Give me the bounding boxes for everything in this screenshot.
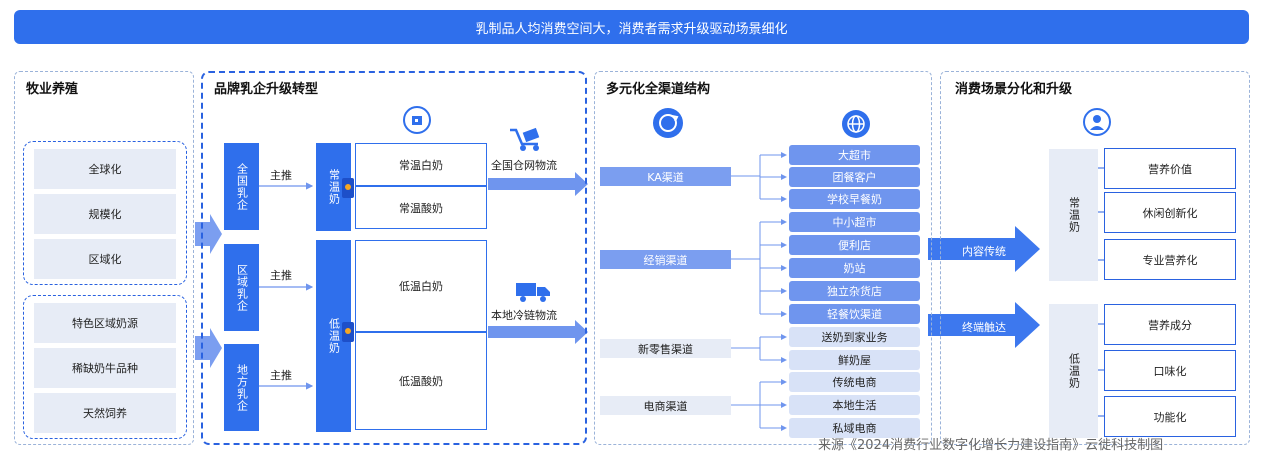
logistics-cold-chain: 本地冷链物流 (491, 309, 557, 322)
terminal-arrow (928, 302, 1040, 348)
item-regionalization: 区域化 (34, 239, 176, 279)
panel-farming (14, 71, 194, 445)
product-ambient-white: 常温白奶 (355, 143, 487, 186)
source-note: 来源《2024消费行业数字化增长力建设指南》云徙科技制图 (818, 438, 1164, 453)
outlet-local-life: 本地生活 (789, 395, 920, 415)
outlet-hypermarket: 大超市 (789, 145, 920, 165)
item-special-source: 特色区域奶源 (34, 303, 176, 343)
outlet-grocery: 独立杂货店 (789, 281, 920, 301)
outlet-small-supermarket: 中小超市 (789, 212, 920, 232)
outlet-home-delivery: 送奶到家业务 (789, 327, 920, 347)
maker-local: 地方乳企 (224, 344, 259, 431)
outlet-milk-station: 奶站 (789, 258, 920, 278)
item-globalization: 全球化 (34, 149, 176, 189)
scene-nutrition-value: 营养价值 (1104, 148, 1236, 189)
scene-leisure-innovation: 休闲创新化 (1104, 192, 1236, 233)
scene-ambient: 常温奶 (1049, 149, 1098, 281)
product-ambient-yogurt: 常温酸奶 (355, 186, 487, 229)
outlet-light-dining: 轻餐饮渠道 (789, 304, 920, 324)
logistics-arrow (488, 320, 588, 344)
logistics-national: 全国仓网物流 (491, 159, 557, 172)
maker-regional: 区域乳企 (224, 244, 259, 331)
push-label: 主推 (270, 369, 292, 382)
scene-professional-nutrition: 专业营养化 (1104, 239, 1236, 280)
outlet-school-breakfast: 学校早餐奶 (789, 189, 920, 209)
maker-national: 全国乳企 (224, 143, 259, 230)
outlet-private-ecom: 私域电商 (789, 418, 920, 438)
channel-distribution: 经销渠道 (600, 250, 731, 269)
panel-title-channels: 多元化全渠道结构 (606, 82, 711, 97)
logistics-arrow (488, 172, 588, 196)
channel-ka: KA渠道 (600, 167, 731, 186)
outlet-group-catering: 团餐客户 (789, 167, 920, 187)
scene-functional: 功能化 (1104, 396, 1236, 437)
consumer-icon (1083, 108, 1111, 136)
channel-ecommerce: 电商渠道 (600, 396, 731, 415)
panel-channels (594, 71, 932, 445)
group-scale (23, 141, 187, 285)
panel-title-farming: 牧业养殖 (26, 82, 79, 97)
item-natural-feed: 天然饲养 (34, 393, 176, 433)
channel-new-retail: 新零售渠道 (600, 339, 731, 358)
group-specialty (23, 295, 187, 439)
scene-chilled: 低温奶 (1049, 304, 1098, 438)
product-chilled-white: 低温白奶 (355, 240, 487, 332)
top-banner: 乳制品人均消费空间大，消费者需求升级驱动场景细化 (14, 10, 1249, 44)
scene-nutrient: 营养成分 (1104, 304, 1236, 345)
refresh-globe-icon (653, 108, 683, 138)
arrow-label-terminal: 终端触达 (962, 321, 1006, 334)
push-label: 主推 (270, 169, 292, 182)
product-chilled-yogurt: 低温酸奶 (355, 332, 487, 430)
item-rare-breed: 稀缺奶牛品种 (34, 348, 176, 388)
outlet-convenience-store: 便利店 (789, 235, 920, 255)
panel-brand (201, 71, 587, 445)
push-label: 主推 (270, 269, 292, 282)
panel-scenarios (940, 71, 1250, 445)
scene-flavor: 口味化 (1104, 350, 1236, 391)
factory-icon (403, 106, 431, 134)
arrow-label-content: 内容传统 (962, 245, 1006, 258)
globe-icon (842, 110, 870, 138)
outlet-traditional-ecom: 传统电商 (789, 372, 920, 392)
content-arrow (928, 226, 1040, 272)
outlet-fresh-milk-shop: 鲜奶屋 (789, 350, 920, 370)
truck-icon (514, 280, 552, 304)
panel-title-scenarios: 消费场景分化和升级 (955, 82, 1073, 97)
item-scale: 规模化 (34, 194, 176, 234)
panel-title-brand: 品牌乳企升级转型 (214, 82, 319, 97)
cart-icon (508, 126, 548, 152)
